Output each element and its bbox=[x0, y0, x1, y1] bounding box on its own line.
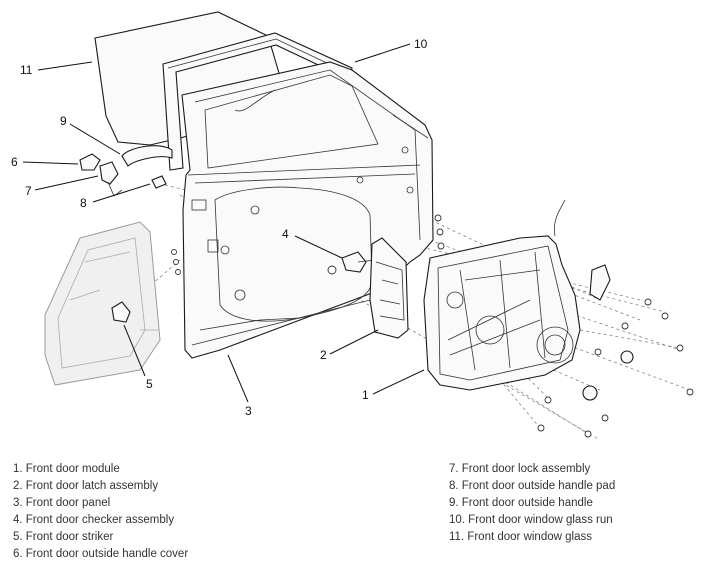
legend-item-striker: 5. Front door striker bbox=[13, 531, 114, 543]
outside-handle-pad bbox=[151, 175, 167, 189]
striker bbox=[111, 301, 131, 323]
callout-3: 3 bbox=[245, 404, 252, 418]
callout-10: 10 bbox=[414, 37, 428, 51]
callout-9: 9 bbox=[60, 114, 67, 128]
callout-5: 5 bbox=[146, 377, 153, 391]
legend-item-latch-assembly: 2. Front door latch assembly bbox=[13, 480, 159, 492]
callout-11: 11 bbox=[20, 63, 33, 77]
legend-item-outside-handle-cover: 6. Front door outside handle cover bbox=[13, 548, 189, 560]
outside-handle bbox=[121, 145, 173, 167]
body-side bbox=[44, 221, 161, 386]
legend-item-window-glass-run: 10. Front door window glass run bbox=[449, 514, 613, 526]
legend-item-outside-handle: 9. Front door outside handle bbox=[449, 497, 593, 509]
exploded-door-diagram: 1 2 3 4 5 6 7 8 9 10 11 bbox=[11, 11, 694, 441]
outside-handle-cover bbox=[79, 153, 101, 171]
legend-item-window-glass: 11. Front door window glass bbox=[449, 531, 592, 543]
legend-item-outside-handle-pad: 8. Front door outside handle pad bbox=[449, 480, 616, 492]
callout-4: 4 bbox=[282, 227, 289, 241]
door-lock-assembly bbox=[99, 161, 119, 185]
legend-item-checker-assembly: 4. Front door checker assembly bbox=[13, 514, 175, 526]
callout-6: 6 bbox=[11, 155, 18, 169]
callout-8: 8 bbox=[80, 196, 87, 210]
latch-assembly bbox=[369, 237, 409, 339]
legend-left-column: 1. Front door module 2. Front door latch… bbox=[13, 461, 188, 563]
legend-item-door-module: 1. Front door module bbox=[13, 463, 120, 475]
leader-lines bbox=[22, 43, 425, 403]
callout-7: 7 bbox=[25, 184, 32, 198]
callout-2: 2 bbox=[320, 348, 327, 362]
outside-handle-parts bbox=[79, 145, 173, 197]
window-glass-run bbox=[162, 32, 353, 171]
legend-right-column: 7. Front door lock assembly 8. Front doo… bbox=[449, 461, 615, 546]
door-module bbox=[423, 199, 611, 391]
callout-1: 1 bbox=[362, 388, 369, 402]
legend-item-door-panel: 3. Front door panel bbox=[13, 497, 111, 509]
legend-item-lock-assembly: 7. Front door lock assembly bbox=[449, 463, 591, 475]
